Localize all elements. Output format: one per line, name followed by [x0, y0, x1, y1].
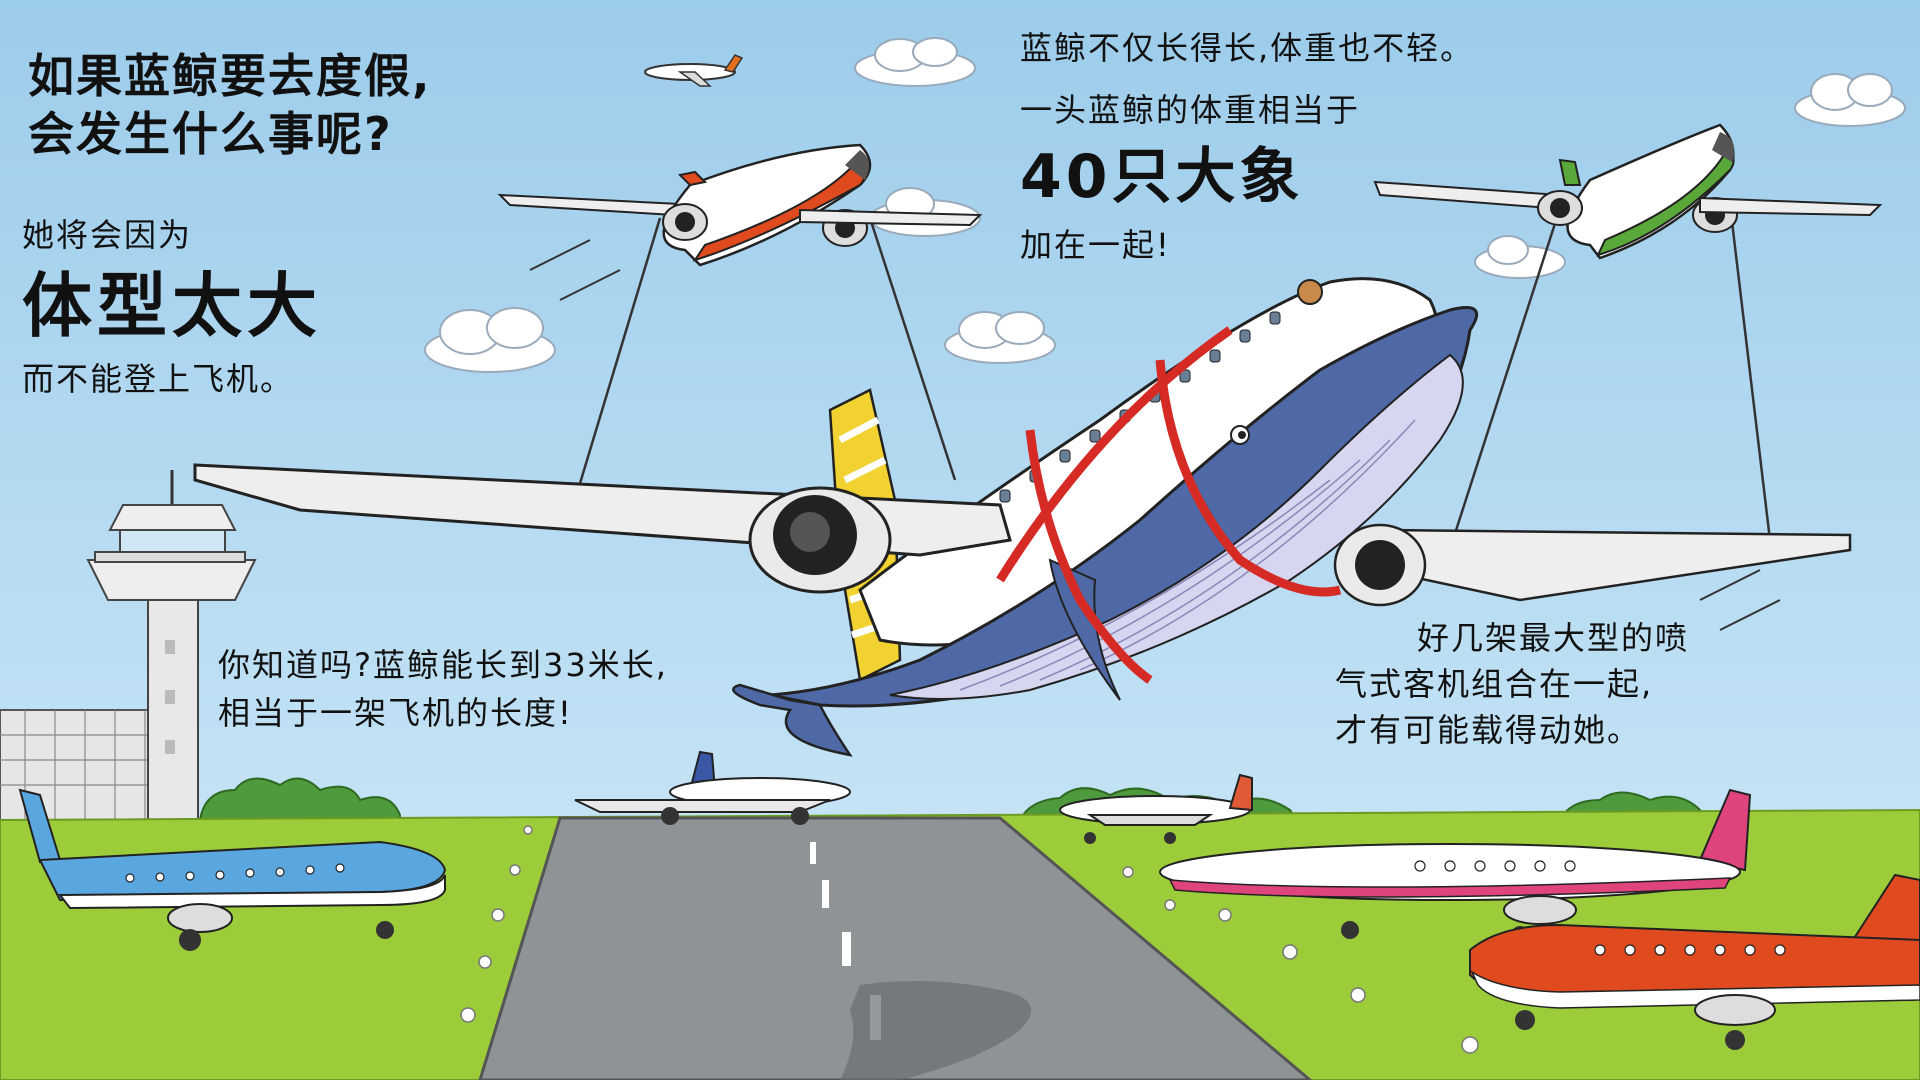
parked-plane-blue	[18, 788, 447, 951]
cloud	[1794, 73, 1906, 127]
cloud	[424, 307, 556, 373]
reason-block: 她将会因为 体型太大 而不能登上飞机。	[22, 215, 322, 399]
jets-line-3: 才有可能载得动她。	[1335, 711, 1642, 749]
cloud	[854, 37, 976, 87]
whale-tail	[732, 683, 853, 757]
title-line-2: 会发生什么事呢?	[28, 106, 393, 161]
length-line-1: 你知道吗?蓝鲸能长到33米长,	[218, 646, 668, 684]
parked-plane-red	[1469, 873, 1920, 1050]
weight-block: 蓝鲸不仅长得长,体重也不轻。 一头蓝鲸的体重相当于 40只大象 加在一起!	[1020, 28, 1474, 265]
reason-big: 体型太大	[22, 265, 322, 347]
weight-big: 40只大象	[1020, 142, 1304, 212]
reason-end: 而不能登上飞机。	[22, 359, 295, 398]
main-airliner	[193, 239, 1852, 757]
control-tower	[86, 470, 257, 826]
jets-block: 好几架最大型的喷 气式客机组合在一起, 才有可能载得动她。	[1335, 618, 1689, 750]
tow-ropes	[573, 204, 1772, 581]
runway-lights	[460, 825, 1479, 1054]
weight-end: 加在一起!	[1020, 226, 1171, 264]
straps	[996, 326, 1342, 684]
pilot	[1297, 279, 1323, 305]
length-line-2: 相当于一架飞机的长度!	[218, 694, 573, 732]
distant-plane	[644, 54, 744, 87]
title: 如果蓝鲸要去度假, 会发生什么事呢?	[28, 48, 431, 163]
taxiing-plane-right	[1059, 773, 1253, 844]
jets-line-1: 好几架最大型的喷	[1417, 619, 1690, 657]
towing-plane-orange	[497, 143, 983, 267]
plane-shadow	[840, 981, 1032, 1080]
whale-flipper	[1048, 558, 1121, 701]
jets-line-2: 气式客机组合在一起,	[1335, 665, 1654, 703]
weight-line-2: 一头蓝鲸的体重相当于	[1020, 91, 1361, 129]
weight-line-1: 蓝鲸不仅长得长,体重也不轻。	[1020, 29, 1475, 67]
reason-intro: 她将会因为	[22, 216, 193, 254]
length-block: 你知道吗?蓝鲸能长到33米长, 相当于一架飞机的长度!	[218, 645, 668, 733]
taxiing-plane-center	[574, 750, 851, 825]
towing-plane-green	[1373, 123, 1883, 260]
cloud	[1474, 235, 1566, 279]
cloud	[944, 311, 1056, 364]
title-line-1: 如果蓝鲸要去度假,	[28, 49, 432, 103]
runway	[478, 816, 1313, 1080]
